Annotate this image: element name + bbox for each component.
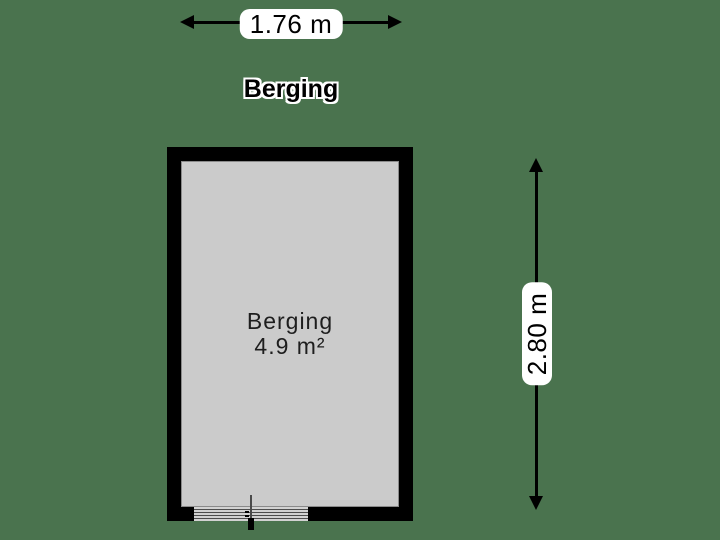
room-area-label: 4.9 m²	[254, 333, 326, 359]
room-berging: Berging 4.9 m²	[167, 147, 413, 530]
room-name-label: Berging	[246, 308, 334, 334]
height-dimension: 2.80 m	[521, 158, 552, 510]
arrow-up-icon	[529, 158, 543, 172]
room-floor: Berging 4.9 m²	[181, 161, 399, 507]
door-marker-tick	[245, 511, 249, 513]
arrow-left-icon	[180, 15, 194, 29]
door-marker-tick	[245, 515, 249, 517]
width-dimension-label: 1.76 m	[239, 8, 343, 39]
door-marker-line	[250, 495, 252, 521]
door-marker-handle	[248, 518, 254, 530]
height-dimension-label: 2.80 m	[521, 282, 552, 386]
plan-title: Berging	[243, 75, 339, 103]
arrow-down-icon	[529, 496, 543, 510]
width-dimension: 1.76 m	[180, 8, 402, 39]
arrow-right-icon	[388, 15, 402, 29]
